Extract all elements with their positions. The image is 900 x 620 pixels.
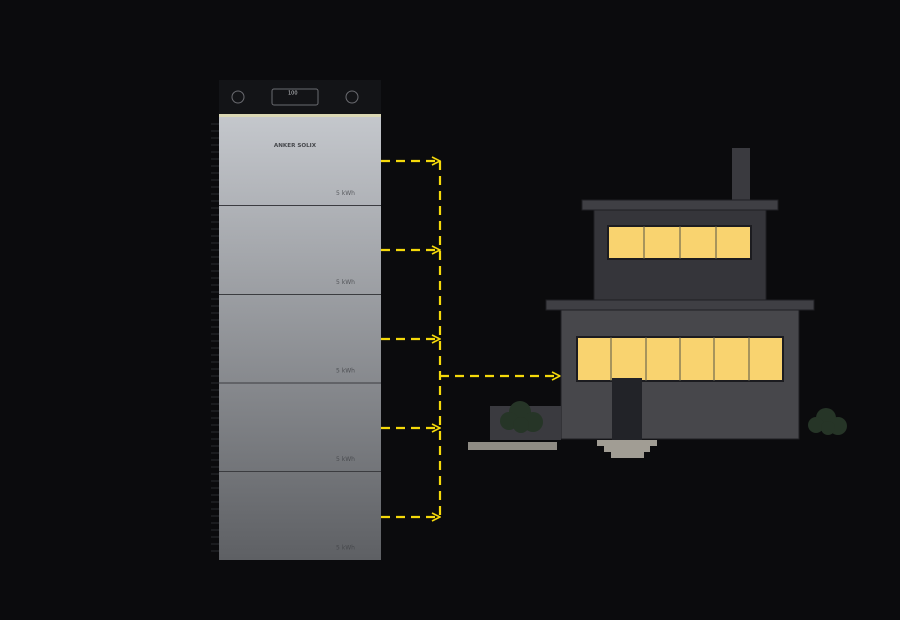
garden-path [468,442,557,450]
module-capacity-label: 5 kWh [336,368,355,375]
front-step [604,446,650,452]
front-door [612,378,642,440]
status-light-strip [219,114,381,117]
display-value: 100 [288,91,298,97]
front-step [611,452,644,458]
left-button-icon[interactable] [231,90,245,104]
module-capacity-label: 5 kWh [336,456,355,463]
battery-control-head [219,80,381,114]
battery-side-ridges [211,123,219,552]
chimney [732,148,750,202]
brand-label: ANKER SOLIX [274,143,317,149]
battery-stack-icon: 100 ANKER SOLIX 5 kWh 5 kWh 5 kWh 5 kWh … [211,80,381,560]
battery-display [271,88,319,106]
shrub-icon [808,408,847,435]
lower-roof [545,299,815,311]
upper-roof [581,199,779,211]
module-capacity-label: 5 kWh [336,545,355,552]
module-capacity-label: 5 kWh [336,190,355,197]
module-capacity-label: 5 kWh [336,279,355,286]
shrub-icon [500,401,543,433]
battery-modules-body [219,117,381,560]
front-step [597,440,657,446]
house-icon [468,148,847,458]
energy-flow-arrows [381,161,560,517]
right-button-icon[interactable] [345,90,359,104]
